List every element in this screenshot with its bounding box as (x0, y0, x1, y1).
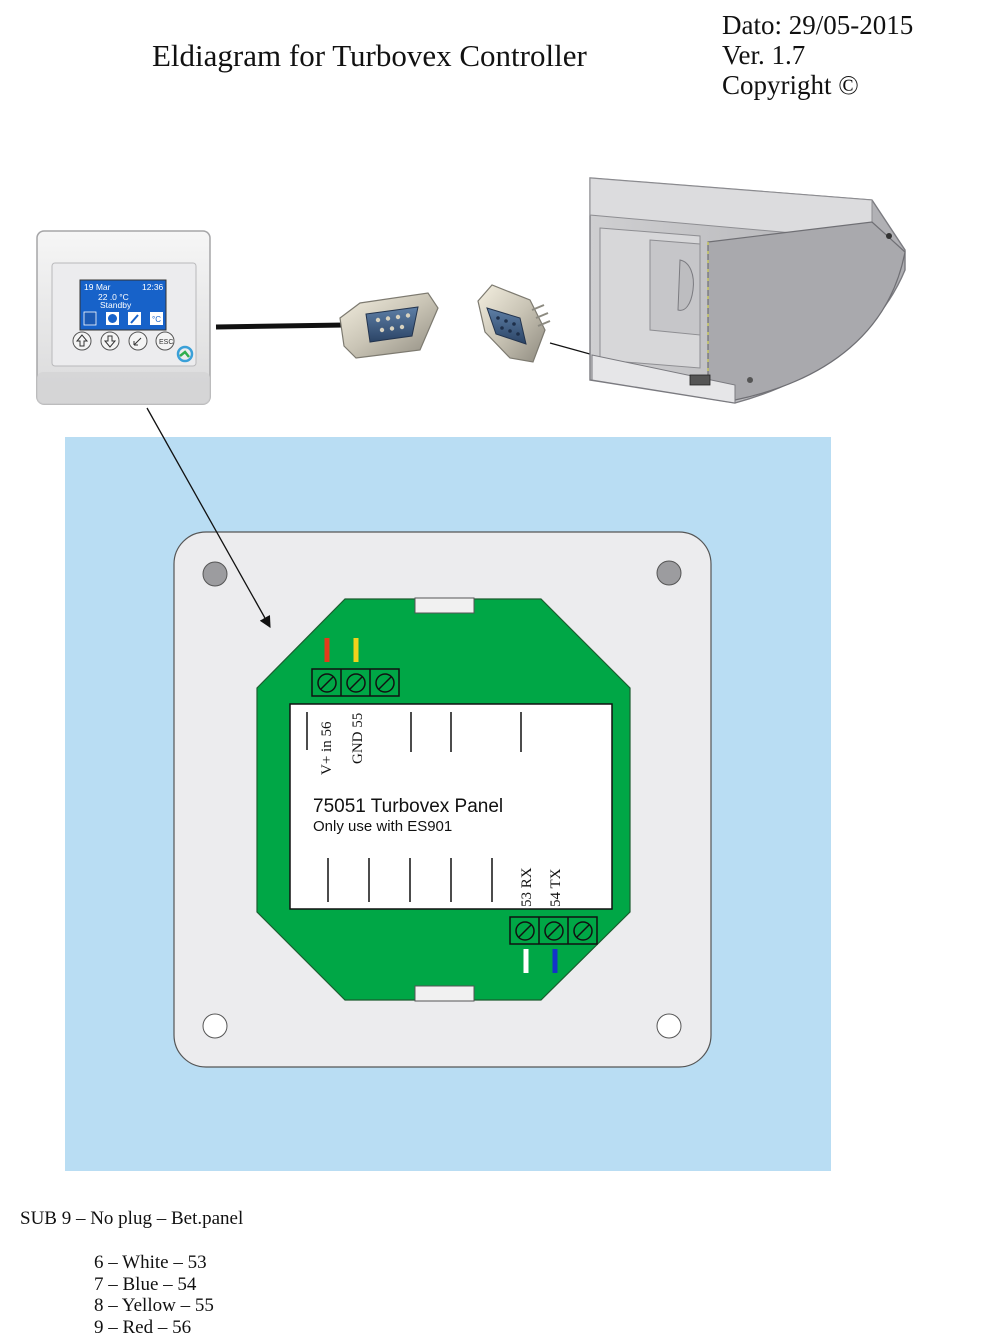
celsius-icon (150, 312, 163, 325)
pin-mapping-item: 7 – Blue – 54 (94, 1273, 197, 1295)
controller-unit: 19 Mar 12:36 22 .0 °C Standby °C ESC (36, 230, 211, 405)
esc-button-icon (155, 331, 175, 351)
screw-hole-top-right (656, 560, 682, 586)
pcb-clip-bottom (414, 985, 475, 1002)
connection-arrow-panel (146, 407, 271, 629)
svg-text:°C: °C (152, 315, 161, 324)
lcd-menu-icons: °C (83, 311, 163, 326)
unit-port-icon (689, 374, 711, 386)
pin-mapping-list: 6 – White – 53 7 – Blue – 54 8 – Yellow … (94, 1252, 214, 1338)
wiring-diagram: 19 Mar 12:36 22 .0 °C Standby °C ESC (36, 177, 906, 1171)
label-v-in-56: V+ in 56 (319, 721, 335, 775)
up-arrow-icon (72, 331, 92, 351)
sub9-note: SUB 9 – No plug – Bet.panel (20, 1208, 244, 1229)
screw-hole-bottom-right (656, 1013, 682, 1039)
document-version: Ver. 1.7 (722, 40, 806, 70)
document-date: Dato: 29/05-2015 (722, 10, 914, 40)
pcb-clip-top (414, 597, 475, 614)
lcd-date: 19 Mar (84, 282, 111, 292)
screw-hole-bottom-left (202, 1013, 228, 1039)
pin-mapping-item: 9 – Red – 56 (94, 1316, 192, 1338)
lcd-time: 12:36 (142, 282, 164, 292)
lcd-status: Standby (100, 300, 132, 310)
esc-label: ESC (159, 339, 173, 346)
lcd-temperature: 22 .0 °C (98, 292, 129, 302)
db9-female-connector (477, 284, 551, 363)
logo-swirl-icon (176, 345, 194, 363)
panel-label: V+ in 56 GND 55 75051 Turbovex Panel Onl… (289, 703, 613, 910)
document-copyright: Copyright © (722, 70, 859, 100)
controller-cable (215, 322, 346, 330)
fan-level-icon (83, 311, 97, 326)
diagram-title: Eldiagram for Turbovex Controller (152, 38, 587, 73)
panel-note: Only use with ES901 (313, 818, 452, 835)
down-arrow-icon (100, 331, 120, 351)
label-54-tx: 54 TX (548, 868, 564, 907)
db9-male-connector (339, 292, 439, 359)
document-meta: Dato: 29/05-2015 Ver. 1.7 Copyright © (722, 10, 913, 100)
label-gnd-55: GND 55 (350, 713, 366, 764)
terminal-block-bottom (509, 916, 598, 973)
terminal-block-top (311, 638, 400, 697)
label-53-rx: 53 RX (519, 867, 535, 907)
pin-mapping-item: 8 – Yellow – 55 (94, 1295, 214, 1316)
pin-mapping-item: 6 – White – 53 (94, 1252, 207, 1273)
screw-hole-top-left (202, 561, 228, 587)
turbovex-unit (589, 177, 906, 404)
controller-buttons: ESC (72, 331, 194, 363)
panel-name: 75051 Turbovex Panel (313, 796, 503, 817)
